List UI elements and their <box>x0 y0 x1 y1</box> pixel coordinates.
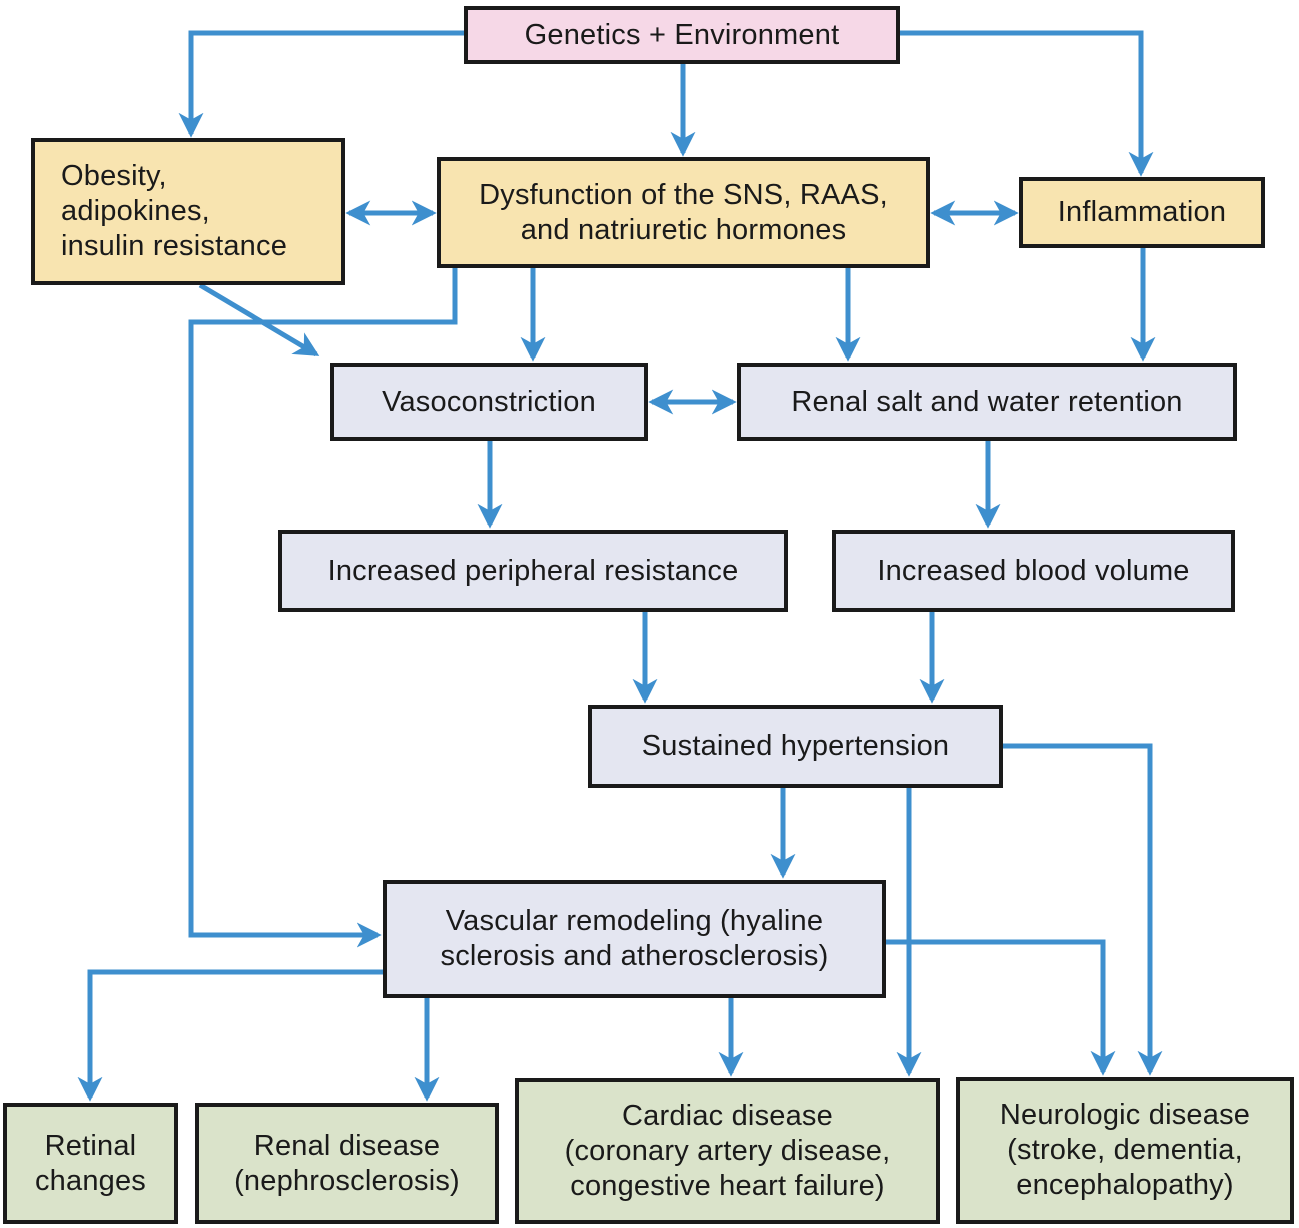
node-label: Vasoconstriction <box>382 385 596 418</box>
node-neurologic-disease: Neurologic disease (stroke, dementia, en… <box>956 1077 1294 1224</box>
edge-vascular_remodeling-to-retinal_changes <box>77 969 383 1102</box>
node-label: Inflammation <box>1057 196 1227 228</box>
node-vasoconstriction: Vasoconstriction <box>330 363 648 441</box>
node-label: insulin resistance <box>61 230 288 262</box>
node-increased-peripheral-resistance: Increased peripheral resistance <box>278 530 788 612</box>
node-sustained-hypertension: Sustained hypertension <box>588 705 1003 788</box>
node-vascular-remodeling: Vascular remodeling (hyaline sclerosis a… <box>383 880 886 998</box>
edge-dysfunction-to-vascular_remodeling <box>188 268 458 948</box>
node-label: adipokines, <box>61 195 210 227</box>
node-label: Renal salt and water retention <box>791 385 1183 418</box>
edge-genetics_environment-to-inflammation <box>900 30 1154 177</box>
node-renal-salt-water-retention: Renal salt and water retention <box>737 363 1237 441</box>
node-obesity-adipokines-insulin-resistance: Obesity, adipokines, insulin resistance <box>31 138 345 285</box>
edge-genetics_environment-to-obesity <box>178 30 464 138</box>
edge-sustained_hypertension-to-neurologic_disease <box>1003 743 1163 1076</box>
node-retinal-changes: Retinal changes <box>3 1103 178 1224</box>
node-label: Genetics + Environment <box>524 18 840 51</box>
node-label: sclerosis and atherosclerosis) <box>440 940 829 972</box>
node-label: Retinal <box>44 1129 137 1162</box>
node-label: Cardiac disease <box>622 1099 833 1132</box>
node-label: (nephrosclerosis) <box>234 1164 460 1197</box>
node-increased-blood-volume: Increased blood volume <box>832 530 1235 612</box>
node-inflammation: Inflammation <box>1019 177 1265 248</box>
node-label: encephalopathy) <box>1016 1169 1234 1201</box>
edge-vascular_remodeling-to-neurologic_disease <box>886 939 1116 1076</box>
node-label: Dysfunction of the SNS, RAAS, <box>479 178 888 211</box>
node-label: congestive heart failure) <box>570 1169 885 1202</box>
node-cardiac-disease: Cardiac disease (coronary artery disease… <box>515 1078 940 1224</box>
node-label: and natriuretic hormones <box>520 213 847 246</box>
node-label: Sustained hypertension <box>641 730 950 762</box>
node-renal-disease-nephrosclerosis: Renal disease (nephrosclerosis) <box>195 1103 499 1224</box>
node-genetics-environment: Genetics + Environment <box>464 6 900 64</box>
node-label: Increased blood volume <box>877 554 1190 587</box>
node-label: Neurologic disease <box>999 1099 1251 1131</box>
node-label: Obesity, <box>61 160 167 192</box>
node-label: Renal disease <box>253 1129 441 1162</box>
node-label: Increased peripheral resistance <box>327 554 739 587</box>
node-label: (coronary artery disease, <box>564 1134 891 1167</box>
node-label: changes <box>34 1164 147 1197</box>
node-dysfunction-sns-raas-natriuretic: Dysfunction of the SNS, RAAS, and natriu… <box>437 157 930 268</box>
node-label: Vascular remodeling (hyaline <box>445 905 824 937</box>
node-label: (stroke, dementia, <box>1007 1134 1243 1166</box>
